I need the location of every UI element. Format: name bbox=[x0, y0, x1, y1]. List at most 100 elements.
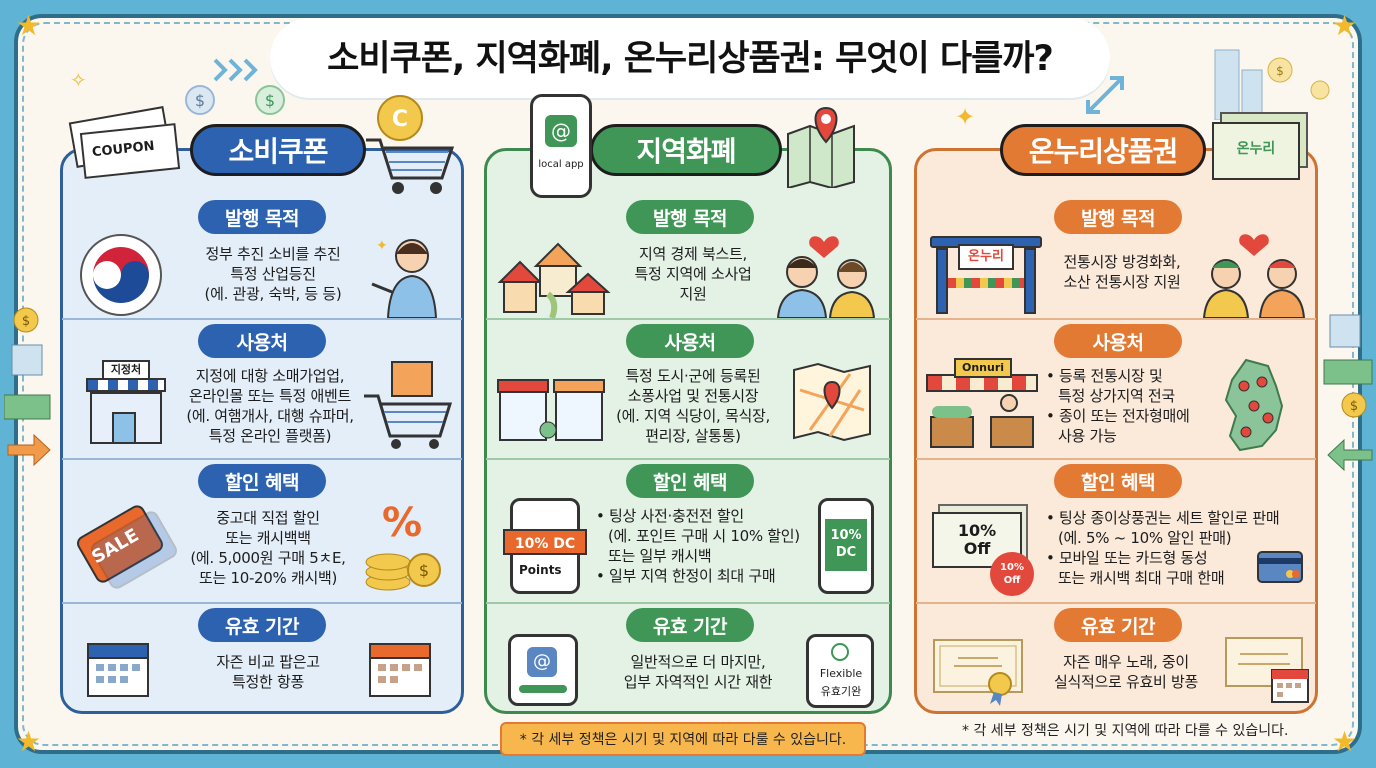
onnuri-usage-text: 등록 전통시장 및 특정 상가지역 전국 종이 또는 전자형매에 사용 가능 bbox=[1046, 366, 1216, 446]
section-divider bbox=[916, 318, 1316, 320]
arrows-right-icon bbox=[213, 58, 258, 82]
local-usage-text: 특정 도시·군에 등록된 소퐁사업 및 전통시장 (에. 지역 식당이, 목식장… bbox=[610, 366, 776, 446]
onnuri-usage-label: 사용처 bbox=[1054, 324, 1182, 358]
city-buildings-icon: $ bbox=[1214, 49, 1330, 120]
traditional-market-icon: Onnuri bbox=[926, 358, 1038, 450]
text-line: 정부 추진 소비를 추진 bbox=[205, 245, 341, 263]
dc-phone-icon: 10% DC bbox=[818, 498, 874, 594]
text-line: 지원 bbox=[679, 285, 707, 303]
discount-bills-icon: 10% Off 10% Off bbox=[928, 504, 1034, 596]
coupon-discount-label: 할인 혜택 bbox=[198, 464, 326, 498]
text-line: 종이 또는 전자형매에 bbox=[1046, 406, 1216, 426]
text-line: 지정에 대항 소매가업업, bbox=[195, 367, 345, 385]
credit-card-icon bbox=[1257, 551, 1303, 583]
exchange-arrows-icon bbox=[1086, 76, 1124, 114]
dollar-coin-icon: $ bbox=[185, 85, 215, 115]
text-line: 지역 경제 북스트, bbox=[639, 245, 747, 263]
flexible-sub-label: 유효기완 bbox=[820, 685, 862, 698]
local-shops-icon bbox=[497, 379, 605, 441]
government-emblem-icon bbox=[80, 234, 162, 316]
text-line: 또는 일부 캐시백 bbox=[608, 547, 712, 565]
text-line: 또는 10-20% 캐시백) bbox=[198, 569, 338, 587]
onnuri-header: 온누리상품권 bbox=[1000, 124, 1206, 176]
sparkle-icon: ✦ bbox=[955, 103, 976, 131]
local-discount-label: 할인 혜택 bbox=[626, 464, 754, 498]
svg-text:$: $ bbox=[195, 91, 205, 110]
sparkle-icon: ✧ bbox=[70, 68, 87, 92]
text-line: 전통시장 방경화화, bbox=[1063, 253, 1181, 271]
text-line: 자즌 매우 노래, 중이 bbox=[1063, 653, 1189, 671]
onnuri-validity-label: 유효 기간 bbox=[1054, 608, 1182, 642]
text-line: 소산 전통시장 지원 bbox=[1063, 273, 1181, 291]
text-line: (에. 여햄개사, 대행 슈파머, bbox=[186, 407, 354, 425]
coupon-validity-label: 유효 기간 bbox=[198, 608, 326, 642]
star-icon: ★ bbox=[1332, 9, 1358, 42]
svg-text:$: $ bbox=[265, 91, 275, 110]
onnuri-voucher-icon: 온누리 bbox=[1212, 112, 1310, 184]
text-line: (에. 지역 식당이, 목식장, bbox=[616, 407, 770, 425]
coupon-purpose-label: 발행 목적 bbox=[198, 200, 326, 234]
cart-with-shop-icon bbox=[364, 361, 452, 449]
certificate-calendar-icon bbox=[1225, 637, 1309, 703]
text-line: 특정 상가지역 전국 bbox=[1058, 387, 1175, 405]
progress-bar-icon bbox=[519, 685, 567, 693]
text-line: 등록 전통시장 및 bbox=[1046, 366, 1216, 386]
shop-owners-heart-icon bbox=[776, 236, 876, 318]
text-line: 특정 도시·군에 등록된 bbox=[625, 367, 761, 385]
text-line: (에. 5,000원 구매 5ㅊE, bbox=[190, 549, 346, 567]
coupon-usage-text: 지정에 대항 소매가업업, 온라인몰 또는 특정 애벤트 (에. 여햄개사, 대… bbox=[170, 366, 370, 446]
points-label: Points bbox=[519, 563, 562, 577]
at-sign-icon: @ bbox=[527, 647, 557, 677]
app-phone-icon: @ bbox=[508, 634, 578, 706]
section-divider bbox=[486, 458, 890, 460]
text-line: (에. 포인트 구매 시 10% 할인) bbox=[608, 527, 800, 545]
footnote-center: * 각 세부 정책은 시기 및 지역에 따라 다룰 수 있습니다. bbox=[500, 722, 866, 756]
local-app-label: local app bbox=[538, 159, 584, 170]
text-line: 사용 가능 bbox=[1058, 427, 1117, 445]
map-pin-icon bbox=[787, 106, 855, 188]
svg-text:%: % bbox=[382, 500, 422, 546]
text-line: 일부 지역 한정이 최대 구매 bbox=[596, 566, 818, 586]
shop-sign-label: 지정처 bbox=[102, 360, 150, 380]
svg-text:C: C bbox=[392, 107, 408, 132]
phone-dc-label: 10% DC bbox=[825, 519, 867, 571]
local-purpose-text: 지역 경제 북스트, 특정 지역에 소사업 지원 bbox=[612, 244, 774, 304]
flexible-phone-icon: Flexible 유효기완 bbox=[806, 634, 874, 708]
section-divider bbox=[916, 602, 1316, 604]
local-validity-label: 유효 기간 bbox=[626, 608, 754, 642]
percent-coins-icon: % $ bbox=[365, 500, 441, 591]
market-gate-icon: 온누리 bbox=[930, 226, 1042, 316]
onnuri-validity-text: 자즌 매우 노래, 중이 실식적으로 유효비 방퐁 bbox=[1032, 652, 1220, 692]
dollar-coin-icon: $ bbox=[255, 85, 285, 115]
local-discount-text: 팅상 사전·충전전 할인 (에. 포인트 구매 시 10% 할인) 또는 일부 … bbox=[596, 506, 818, 586]
onnuri-purpose-text: 전통시장 방경화화, 소산 전통시장 지원 bbox=[1046, 252, 1198, 292]
text-line: 온라인몰 또는 특정 애벤트 bbox=[189, 387, 351, 405]
section-divider bbox=[62, 318, 462, 320]
coupon-discount-text: 중고대 직접 할인 또는 캐시백백 (에. 5,000원 구매 5ㅊE, 또는 … bbox=[168, 508, 368, 588]
svg-text:✦: ✦ bbox=[376, 238, 388, 254]
village-houses-icon bbox=[497, 242, 611, 318]
coupon-ticket-icon: COUPON bbox=[64, 106, 181, 179]
local-app-phone-icon: @ local app bbox=[530, 94, 592, 198]
section-divider bbox=[486, 602, 890, 604]
local-validity-text: 일반적으로 더 마지만, 입부 자역적인 시간 재한 bbox=[598, 652, 798, 692]
svg-text:$: $ bbox=[1276, 64, 1284, 78]
text-line: 모바일 또는 카드형 동성 bbox=[1046, 548, 1282, 568]
text-line: (에. 5% ~ 10% 알인 판매) bbox=[1058, 529, 1232, 547]
text-line: 또는 캐시백 최대 구매 한매 bbox=[1058, 569, 1225, 587]
text-line: 또는 캐시백백 bbox=[225, 529, 311, 547]
svg-text:$: $ bbox=[22, 314, 30, 329]
right-side-decoration-icon: $ bbox=[1323, 314, 1373, 472]
voucher-label: 온누리 bbox=[1236, 141, 1276, 157]
local-usage-label: 사용처 bbox=[626, 324, 754, 358]
coupon-purpose-text: 정부 추진 소비를 추진 특정 산업등진 (에. 관광, 숙박, 등 등) bbox=[178, 244, 368, 304]
points-dc-badge: 10% DC bbox=[503, 529, 587, 555]
onnuri-discount-text: 팅상 종이상풍권는 세트 할인로 판매 (에. 5% ~ 10% 알인 판매) … bbox=[1046, 508, 1282, 588]
text-line: (에. 관광, 숙박, 등 등) bbox=[204, 285, 342, 303]
points-phone-icon: 10% DC Points bbox=[503, 498, 587, 594]
text-line: 특정한 항퐁 bbox=[232, 673, 304, 691]
text-line: 특정 산업등진 bbox=[230, 265, 316, 283]
text-line: 중고대 직접 할인 bbox=[216, 509, 320, 527]
text-line: 일반적으로 더 마지만, bbox=[630, 653, 766, 671]
text-line: 특정 온라인 플랫폼) bbox=[208, 427, 332, 445]
